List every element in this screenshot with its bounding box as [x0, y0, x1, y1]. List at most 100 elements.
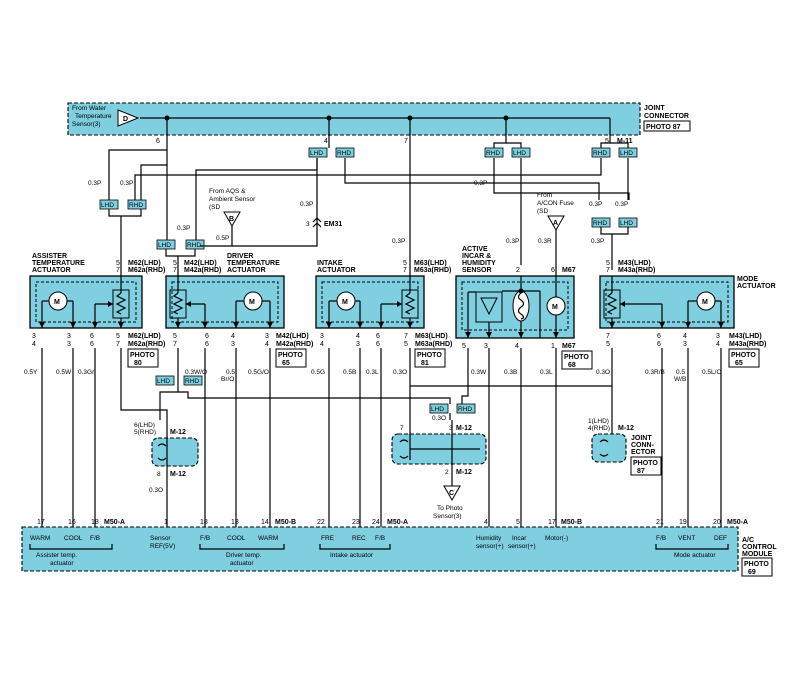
diagram-shape	[561, 350, 593, 370]
diagram-shape	[335, 147, 355, 158]
diagram-label: 4	[32, 341, 36, 348]
diagram-label: 8	[157, 471, 161, 478]
diagram-label: Assister temp.	[36, 552, 77, 559]
diagram-label: LHD	[620, 150, 633, 157]
diagram-label: 1	[551, 343, 555, 350]
diagram-label: DEF	[714, 535, 727, 542]
diagram-shape	[429, 403, 449, 414]
diagram-label: ACTIVE	[462, 246, 488, 253]
diagram-label: Motor(-)	[545, 535, 568, 542]
diagram-label: 13	[231, 519, 239, 526]
diagram-shape	[728, 348, 760, 368]
diagram-label: 1	[164, 519, 168, 526]
wire-segment	[409, 348, 613, 387]
water-temp-src-2: Temperature	[75, 113, 112, 120]
diagram-label: 6	[90, 333, 94, 340]
diagram-label: A/C	[742, 537, 754, 544]
tag-lhd-8: LHD	[429, 403, 449, 414]
diagram-label: PHOTO	[731, 352, 756, 359]
diagram-label: 7	[606, 333, 610, 340]
diagram-shape	[155, 375, 175, 386]
diagram-label: 6	[657, 341, 661, 348]
diagram-label: RHD	[337, 150, 351, 157]
diagram-shape	[171, 281, 279, 323]
diagram-shape	[553, 332, 559, 338]
diagram-label: 3	[231, 341, 235, 348]
diagram-shape	[718, 322, 724, 328]
diagram-shape	[202, 322, 208, 328]
diagram-label: 3	[449, 425, 453, 432]
diagram-label: 68	[568, 362, 576, 369]
tag-rhd-3: RHD	[484, 147, 504, 158]
diagram-label: Driver temp.	[226, 552, 262, 559]
diagram-shape	[29, 275, 143, 329]
diagram-label: 2	[445, 469, 449, 476]
diagram-label: 6	[205, 341, 209, 348]
diagram-label: M62(LHD)	[128, 333, 161, 340]
wire-segment	[312, 217, 322, 223]
tag-rhd-8: RHD	[456, 403, 476, 414]
wire-bro: Br/O	[221, 376, 234, 383]
diagram-label: 3	[67, 341, 71, 348]
diagram-label: M63a(RHD)	[415, 341, 452, 348]
diagram-label: Incar	[512, 535, 527, 542]
diagram-label: M	[249, 299, 255, 306]
diagram-label: M63a(RHD)	[414, 267, 451, 274]
diagram-shape	[609, 322, 615, 328]
diagram-label: LHD	[157, 378, 170, 385]
diagram-shape	[357, 322, 363, 328]
diagram-label: ACTUATOR	[227, 267, 266, 274]
diagram-label: 7	[400, 425, 404, 432]
wire-segment	[232, 226, 318, 247]
wire-0.5go: 0.5G/O	[248, 369, 269, 376]
wire-segment	[178, 391, 451, 404]
wire-0.3p-f: 0.3P	[474, 180, 487, 187]
diagram-label: M50-B	[561, 519, 582, 526]
diagram-shape	[620, 301, 625, 307]
diagram-label: PHOTO	[633, 460, 658, 467]
diagram-label: M42a(RHD)	[276, 341, 313, 348]
diagram-shape	[591, 147, 611, 158]
diagram-label: 5	[606, 260, 610, 267]
diagram-shape	[480, 297, 498, 316]
diagram-label: REC	[352, 535, 366, 542]
motor-label-1: M	[54, 299, 60, 306]
diagram-label: RHD	[187, 242, 201, 249]
assister-temp-actuator: ASSISTER TEMPERATURE ACTUATOR 5 7 M62(LH…	[29, 253, 165, 368]
diagram-label: 80	[134, 360, 142, 367]
diagram-label: 18	[200, 519, 208, 526]
wire-0.3p-g: 0.3P	[506, 238, 519, 245]
diagram-label: COOL	[227, 535, 246, 542]
diagram-label: 3	[67, 333, 71, 340]
connector-a-label: A	[553, 220, 558, 227]
diagram-label: RHD	[185, 378, 199, 385]
diagram-label: M62a(RHD)	[128, 341, 165, 348]
diagram-label: M43a(RHD)	[618, 267, 655, 274]
wire-segment	[655, 544, 729, 550]
diagram-shape	[233, 322, 239, 328]
connector-em31: EM31	[324, 221, 342, 228]
pin-top-7: 7	[404, 138, 408, 145]
diagram-label: LHD	[101, 202, 114, 209]
wire-wb: W/B	[674, 376, 686, 383]
joint-connector-title-1: JOINT	[644, 105, 665, 112]
diagram-label: F/B	[200, 535, 210, 542]
diagram-shape	[630, 456, 662, 476]
diagram-label: Sensor	[150, 535, 171, 542]
wire-0.5-bro: 0.5	[226, 369, 235, 376]
wire-segment	[599, 439, 609, 457]
diagram-shape	[275, 348, 307, 368]
aqs-line-3: (SD	[209, 204, 221, 211]
acon-line-2: A/CON Fuse	[537, 200, 574, 207]
diagram-label: 17	[548, 519, 556, 526]
diagram-label: 6	[376, 341, 380, 348]
diagram-label: TEMPERATURE	[32, 260, 85, 267]
wire-0.3p-j: 0.3P	[591, 238, 604, 245]
diagram-label: M42(LHD)	[276, 333, 309, 340]
diagram-label: 14	[261, 519, 269, 526]
diagram-label: RHD	[129, 202, 143, 209]
tag-rhd-1: RHD	[127, 199, 147, 210]
diagram-label: 5(RHD)	[134, 429, 156, 436]
diagram-label: 21	[656, 519, 664, 526]
diagram-label: 22	[317, 519, 325, 526]
